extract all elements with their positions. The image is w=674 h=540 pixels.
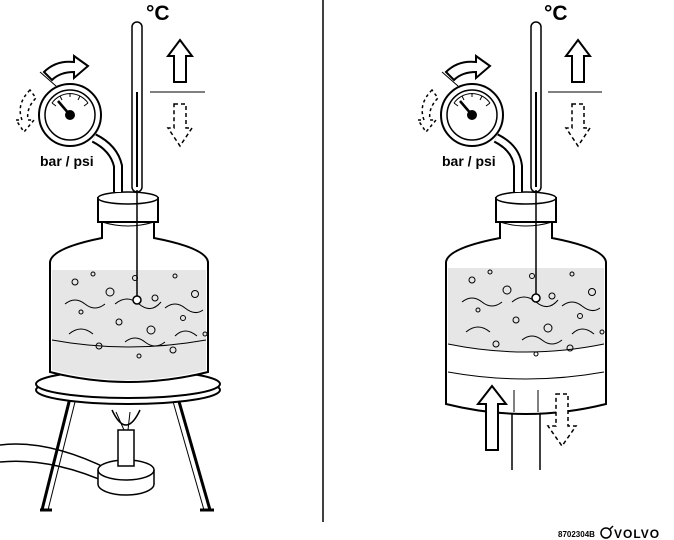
pressure-unit-label: bar / psi: [40, 153, 94, 169]
panel-heated-vessel: °C bar / psi: [0, 2, 221, 512]
brand-wordmark: VOLVO: [614, 527, 660, 540]
figure-code: 8702304B: [558, 530, 595, 539]
pressure-unit-label-right: bar / psi: [442, 153, 496, 169]
temperature-unit-label: °C: [146, 2, 170, 25]
temperature-unit-label-right: °C: [544, 2, 568, 25]
volvo-logo-icon: [600, 525, 614, 539]
panel-circulating-vessel: °C bar / psi: [416, 2, 607, 470]
